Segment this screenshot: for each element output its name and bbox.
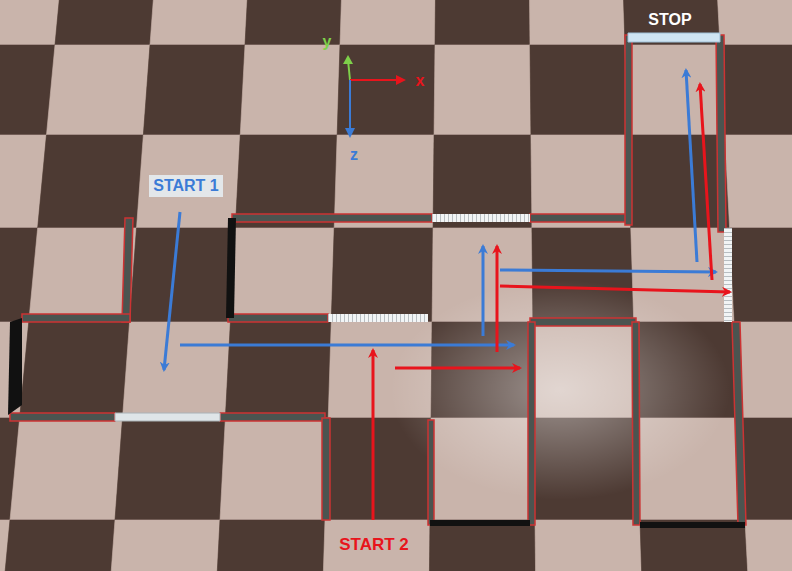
floor-tile <box>730 228 792 322</box>
floor-tile <box>20 322 130 418</box>
wall <box>716 35 726 232</box>
floor-tile <box>331 228 433 322</box>
floor-tile <box>220 418 328 520</box>
stop-label: STOP <box>648 11 691 29</box>
wall-face <box>640 522 745 528</box>
floor-tile <box>434 45 531 135</box>
gate <box>328 314 428 322</box>
floor-tile <box>46 45 150 135</box>
wall-face <box>226 218 236 318</box>
wall <box>232 214 432 222</box>
wall-shadows <box>8 218 745 528</box>
floor-tile <box>10 418 123 520</box>
floor-tile <box>622 0 720 45</box>
start-label: START 1 <box>149 175 222 197</box>
floor-tile <box>0 0 65 45</box>
wall <box>122 218 133 322</box>
floor-tile <box>529 0 625 45</box>
path-arrow <box>482 246 485 336</box>
path-arrow <box>164 212 180 370</box>
floor-tile <box>640 520 751 571</box>
floor-tile <box>720 45 792 135</box>
path-2-arrows <box>373 84 730 520</box>
floor-tile <box>29 228 137 322</box>
gate <box>432 214 530 222</box>
axis-label: x <box>416 72 425 90</box>
path-arrow <box>500 286 730 292</box>
wall <box>732 322 746 525</box>
floor-tile <box>130 228 236 322</box>
floor-tile <box>115 418 225 520</box>
floor-tile <box>714 0 792 45</box>
floor-tile <box>38 135 144 228</box>
path-arrow <box>496 246 499 352</box>
floor-shine <box>390 280 730 500</box>
floor-tile <box>429 520 537 571</box>
x-axis-head <box>396 75 406 85</box>
path-arrow <box>180 344 514 347</box>
axis-label: y <box>323 33 332 51</box>
floor-tile <box>0 45 55 135</box>
floor-tile <box>214 520 325 571</box>
floor-tile <box>740 418 792 520</box>
floor-tile <box>625 45 725 135</box>
wall <box>530 214 628 222</box>
path-arrow <box>372 350 375 520</box>
wall <box>625 35 632 225</box>
floor-tile <box>531 135 631 228</box>
wall <box>322 418 330 520</box>
floor-tile <box>55 0 158 45</box>
floor-tile <box>530 45 628 135</box>
floor-tile <box>745 520 792 571</box>
wall <box>10 413 115 421</box>
path-arrow <box>700 84 712 280</box>
z-axis-head <box>345 128 355 138</box>
floor-tile <box>137 135 241 228</box>
path-arrow <box>686 70 697 262</box>
wall <box>220 413 325 421</box>
floor-tile <box>735 322 792 418</box>
floor-tile <box>321 520 430 571</box>
maze-walls <box>10 35 746 525</box>
path-arrow <box>395 367 520 370</box>
floor-tile <box>435 0 530 45</box>
floor-tile <box>725 135 792 228</box>
gate <box>724 228 732 322</box>
open-gates <box>115 33 732 421</box>
floor-tile <box>225 322 331 418</box>
wall <box>22 314 130 322</box>
gate <box>115 413 220 421</box>
path-1-arrows <box>164 70 716 370</box>
wall <box>428 420 434 525</box>
floor-tile <box>150 0 251 45</box>
floor-tile <box>340 0 436 45</box>
floor-tile <box>230 228 334 322</box>
floor-tile <box>240 45 340 135</box>
floor-tile <box>628 135 730 228</box>
z-axis <box>349 80 351 130</box>
wall <box>228 314 328 322</box>
wall-face <box>8 318 22 415</box>
wall <box>632 322 640 525</box>
y-axis-head <box>343 55 353 64</box>
wall-face <box>430 520 530 526</box>
x-axis <box>350 79 398 81</box>
wall <box>530 318 636 326</box>
wall <box>528 322 535 525</box>
axis-label: z <box>350 146 358 164</box>
floor-tile <box>337 45 435 135</box>
stop-gate <box>628 33 720 42</box>
path-arrow <box>500 270 716 272</box>
floor-tile <box>106 520 220 571</box>
floor-tile <box>535 520 644 571</box>
start-label: START 2 <box>339 536 409 555</box>
axes <box>343 55 406 138</box>
floor-tile <box>143 45 245 135</box>
floor-tile <box>123 322 231 418</box>
floor-tile <box>0 520 115 571</box>
